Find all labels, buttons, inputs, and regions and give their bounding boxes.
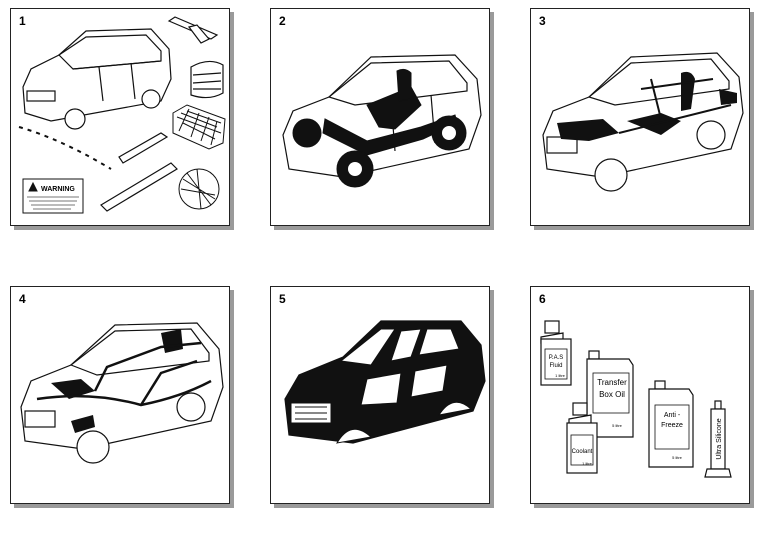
vehicle-cutaway-illustration — [282, 54, 482, 188]
wiring-harness-illustration — [20, 322, 224, 464]
side-step-icon — [100, 132, 178, 212]
panel-number: 6 — [539, 292, 546, 306]
body-shell-illustration — [284, 320, 486, 444]
anti-freeze-can — [648, 380, 694, 468]
vehicle-interior-illustration — [542, 52, 744, 192]
coolant-label: Coolant — [572, 449, 593, 455]
panel-number: 5 — [279, 292, 286, 306]
coolant-volume: 1 litre — [582, 461, 593, 466]
anti-freeze-label-2: Freeze — [661, 422, 683, 429]
ultra-silicone-tube — [704, 400, 732, 478]
fluids-illustration: P.A.S Fluid 1 litre Transfer Box Oil 5 l… — [540, 320, 732, 478]
pas-fluid-bottle — [540, 320, 572, 386]
coolant-bottle — [566, 402, 598, 474]
panel-5: 5 — [270, 286, 490, 504]
panel-number: 3 — [539, 14, 546, 28]
ultra-silicone-label: Ultra Silicone — [716, 418, 723, 459]
car-outline — [22, 28, 172, 130]
accessories-illustration: WARNING — [18, 16, 226, 214]
panel-3: 3 — [530, 8, 750, 226]
pas-fluid-label-2: Fluid — [549, 363, 562, 369]
panel-4: 4 — [10, 286, 230, 504]
transfer-label-2: Box Oil — [599, 390, 625, 399]
transfer-box-oil-can — [586, 350, 634, 438]
transfer-volume: 5 litre — [612, 423, 623, 428]
pas-fluid-volume: 1 litre — [555, 373, 566, 378]
wheel-arch — [336, 401, 473, 444]
anti-freeze-volume: 5 litre — [672, 455, 683, 460]
warning-label — [22, 178, 84, 214]
lamp-guard-icon — [190, 60, 224, 99]
jack-icon — [167, 16, 219, 44]
panel-1: 1 — [10, 8, 230, 226]
pas-fluid-label-1: P.A.S — [549, 355, 564, 361]
panel-6: 6 P.A.S Fluid 1 litre Transfer Box Oil 5… — [530, 286, 750, 504]
mesh-guard-icon — [172, 104, 226, 150]
panel-number: 4 — [19, 292, 26, 306]
transfer-label-1: Transfer — [597, 378, 627, 387]
wheel-cover-icon — [178, 168, 220, 210]
decal-stripe — [18, 126, 112, 170]
warning-title: WARNING — [41, 186, 75, 193]
panel-number: 1 — [19, 14, 26, 28]
anti-freeze-label-1: Anti - — [664, 412, 681, 419]
panel-2: 2 — [270, 8, 490, 226]
panel-number: 2 — [279, 14, 286, 28]
